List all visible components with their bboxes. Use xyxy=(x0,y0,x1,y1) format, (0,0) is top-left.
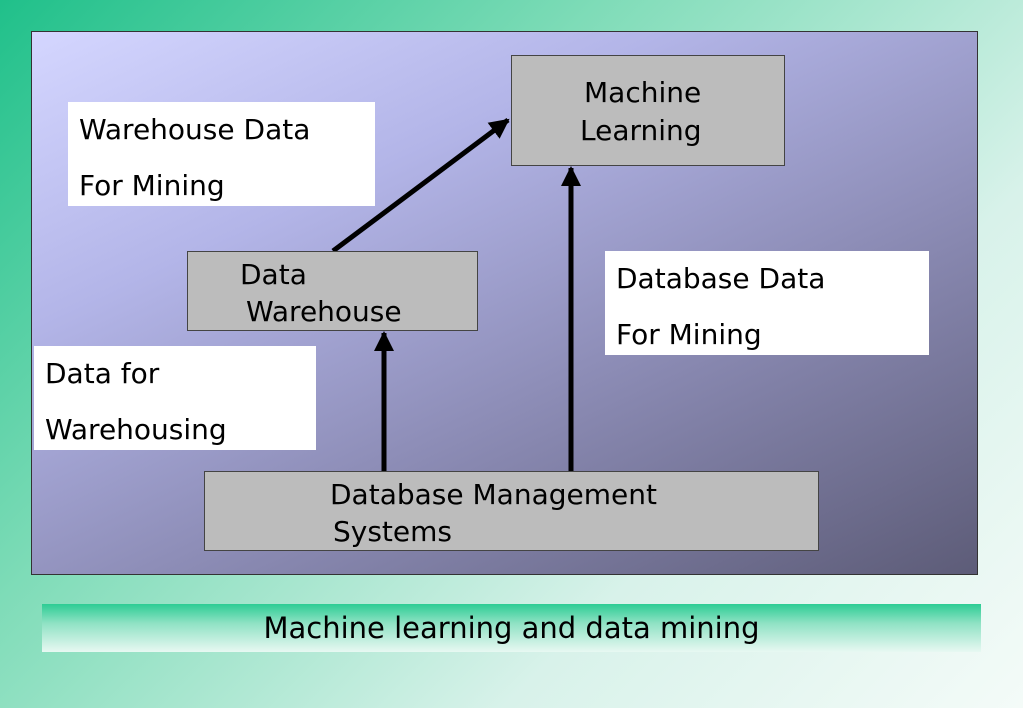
database-data-line2: For Mining xyxy=(616,318,762,351)
data-warehouse-line2: Warehouse xyxy=(246,295,402,328)
machine-learning-box: Machine Learning xyxy=(511,55,785,166)
machine-learning-line1: Machine xyxy=(584,76,702,109)
arrow-warehouse-to-ml xyxy=(331,117,510,254)
data-warehouse-line1: Data xyxy=(240,258,307,291)
database-data-line1: Database Data xyxy=(616,262,826,295)
slide-caption: Machine learning and data mining xyxy=(263,611,760,645)
warehouse-data-label: Warehouse Data For Mining xyxy=(68,102,375,206)
machine-learning-line2: Learning xyxy=(580,114,702,147)
database-data-label: Database Data For Mining xyxy=(605,251,929,355)
data-warehouse-box: Data Warehouse xyxy=(187,251,478,331)
dbms-box: Database Management Systems xyxy=(204,471,819,551)
data-for-warehousing-line1: Data for xyxy=(45,357,160,390)
dbms-line2: Systems xyxy=(333,515,452,548)
caption-bar xyxy=(42,604,981,652)
warehouse-data-line2: For Mining xyxy=(79,169,225,202)
warehouse-data-line1: Warehouse Data xyxy=(79,113,311,146)
dbms-line1: Database Management xyxy=(330,478,657,511)
data-for-warehousing-line2: Warehousing xyxy=(45,413,227,446)
data-for-warehousing-label: Data for Warehousing xyxy=(34,346,316,450)
